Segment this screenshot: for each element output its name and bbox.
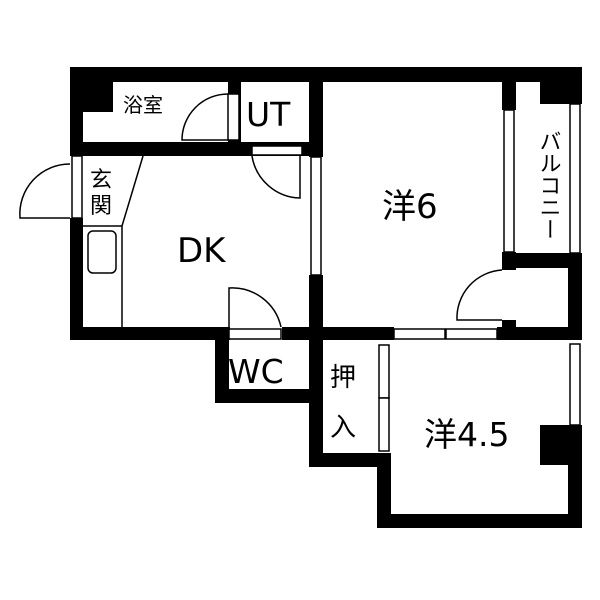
label-western-room-4-5: 洋4.5 <box>424 415 509 454</box>
label-western-room-6: 洋6 <box>382 187 438 227</box>
lines <box>19 93 503 340</box>
label-dining-kitchen: DK <box>177 231 227 271</box>
label-closet-1: 押 <box>330 363 356 393</box>
label-entrance-2: 関 <box>90 194 112 219</box>
label-entrance-1: 玄 <box>90 168 112 193</box>
label-toilet: WC <box>228 352 284 391</box>
label-balcony: バルコニー <box>536 130 561 240</box>
windows-and-fixtures <box>71 103 581 452</box>
label-utility: UT <box>246 95 291 134</box>
room-labels: 浴室 UT 玄 関 DK 洋6 WC 押 入 洋4.5 バルコニー <box>90 93 561 454</box>
label-closet-2: 入 <box>330 413 356 443</box>
label-bath: 浴室 <box>123 93 163 117</box>
